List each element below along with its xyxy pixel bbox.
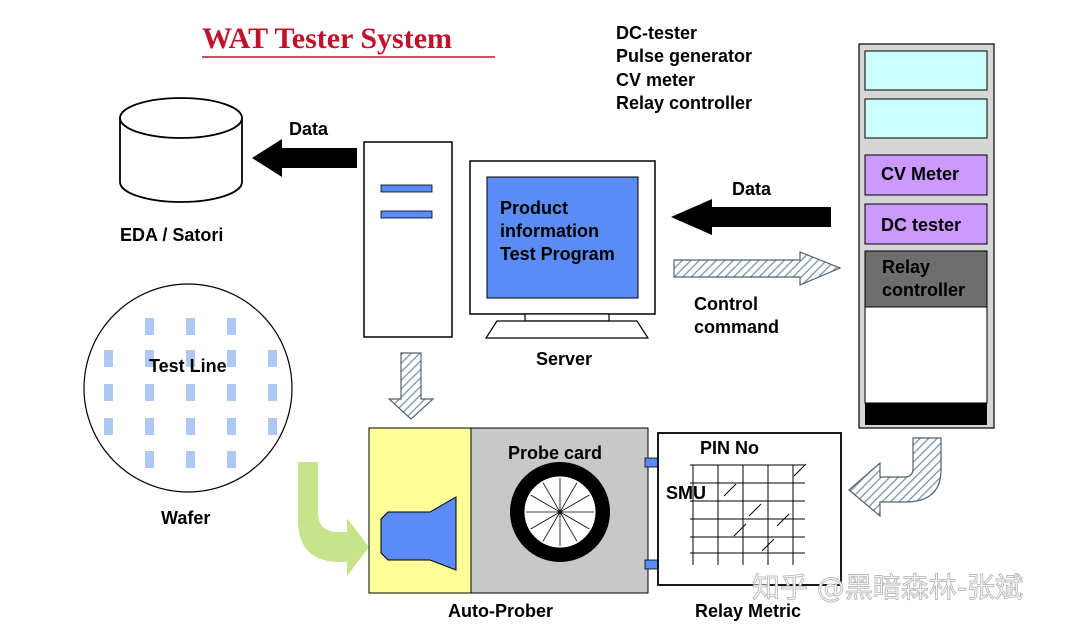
control-label-line1: Control bbox=[694, 294, 758, 314]
probe-needle bbox=[542, 511, 561, 542]
smu-label: SMU bbox=[666, 483, 706, 503]
test-line-mark bbox=[186, 384, 195, 401]
test-line-label: Test Line bbox=[149, 356, 227, 376]
test-line-mark bbox=[186, 350, 195, 367]
test-line-mark bbox=[145, 384, 154, 401]
test-line-array bbox=[104, 318, 277, 468]
rack-cv-meter bbox=[864, 154, 988, 196]
test-line-mark bbox=[145, 350, 154, 367]
test-line-mark bbox=[186, 318, 195, 335]
probe-needle bbox=[559, 511, 590, 530]
rack-relay-controller bbox=[864, 250, 988, 308]
screen-line-information: information bbox=[500, 221, 599, 241]
cv-meter-label: CV Meter bbox=[881, 164, 959, 184]
tester-data-label: Data bbox=[732, 179, 772, 199]
relay-switch bbox=[776, 513, 790, 527]
instrument-dc-tester: DC-tester bbox=[616, 23, 697, 43]
screen-line-product: Product bbox=[500, 198, 568, 218]
test-line-mark bbox=[145, 318, 154, 335]
rack-empty-bay bbox=[864, 306, 988, 404]
screen-line-test-program: Test Program bbox=[500, 244, 615, 264]
relay-label-line2: controller bbox=[882, 280, 965, 300]
pin-no-label: PIN No bbox=[700, 438, 759, 458]
test-line-mark bbox=[268, 350, 277, 367]
relay-label-line1: Relay bbox=[882, 257, 930, 277]
down-arrow-to-prober bbox=[387, 352, 435, 420]
relay-switch bbox=[793, 463, 807, 477]
test-line-mark bbox=[145, 418, 154, 435]
prober-chuck bbox=[380, 496, 457, 571]
auto-prober bbox=[368, 427, 660, 594]
test-line-mark bbox=[268, 384, 277, 401]
test-line-mark bbox=[227, 350, 236, 367]
relay-switch bbox=[723, 483, 737, 497]
probe-needle bbox=[530, 494, 561, 513]
probe-card-icon bbox=[510, 462, 610, 562]
test-line-mark bbox=[227, 384, 236, 401]
rack-dc-tester bbox=[864, 203, 988, 245]
test-line-mark bbox=[104, 418, 113, 435]
rack-base bbox=[865, 403, 987, 425]
prober-cable-port bbox=[644, 559, 660, 570]
test-line-mark bbox=[227, 318, 236, 335]
probe-needle bbox=[559, 511, 578, 542]
relay-switch bbox=[748, 503, 762, 517]
probe-needle bbox=[530, 511, 561, 530]
relay-metric-label: Relay Metric bbox=[695, 601, 801, 621]
server-tower-icon bbox=[363, 141, 453, 338]
probe-needle bbox=[559, 482, 578, 513]
instrument-relay-controller: Relay controller bbox=[616, 93, 752, 113]
probe-needle bbox=[559, 494, 590, 513]
tester-rack bbox=[858, 43, 995, 429]
auto-prober-label: Auto-Prober bbox=[448, 601, 553, 621]
test-line-mark bbox=[145, 451, 154, 468]
test-line-mark bbox=[268, 418, 277, 435]
instrument-pulse-generator: Pulse generator bbox=[616, 46, 752, 66]
dc-tester-label: DC tester bbox=[881, 215, 961, 235]
prober-cable-port bbox=[644, 457, 660, 468]
relay-switch bbox=[733, 523, 747, 537]
rack-to-relay-arrow bbox=[848, 437, 942, 518]
monitor-screen-text: Product information Test Program bbox=[500, 198, 615, 264]
test-line-mark bbox=[227, 418, 236, 435]
test-line-mark bbox=[104, 384, 113, 401]
test-line-mark bbox=[186, 418, 195, 435]
wafer-label: Wafer bbox=[161, 508, 210, 528]
instrument-cv-meter: CV meter bbox=[616, 70, 695, 90]
data-arrow-to-eda bbox=[252, 139, 357, 177]
test-line-mark bbox=[186, 451, 195, 468]
relay-grid bbox=[690, 463, 807, 565]
diagram-title: WAT Tester System bbox=[202, 22, 452, 55]
server-monitor-icon bbox=[469, 160, 656, 339]
control-command-arrow bbox=[673, 251, 842, 286]
eda-database-icon bbox=[119, 97, 243, 203]
relay-matrix bbox=[657, 432, 842, 586]
rack-slot-empty bbox=[864, 50, 988, 91]
test-line-mark bbox=[227, 451, 236, 468]
probe-card-label: Probe card bbox=[508, 443, 602, 463]
watermark: 知乎 @黑暗森林-张斌 bbox=[752, 571, 1023, 604]
data-arrow-from-tester bbox=[671, 199, 831, 235]
test-line-mark bbox=[104, 350, 113, 367]
eda-label: EDA / Satori bbox=[120, 225, 223, 245]
relay-switch bbox=[761, 538, 775, 552]
instrument-list: DC-tester Pulse generator CV meter Relay… bbox=[616, 23, 752, 113]
probe-needle bbox=[542, 482, 561, 513]
rack-slot-empty bbox=[864, 98, 988, 139]
server-label: Server bbox=[536, 349, 592, 369]
wafer-icon bbox=[83, 283, 293, 493]
control-label-line2: command bbox=[694, 317, 779, 337]
eda-data-label: Data bbox=[289, 119, 329, 139]
wafer-load-arrow bbox=[298, 462, 369, 576]
